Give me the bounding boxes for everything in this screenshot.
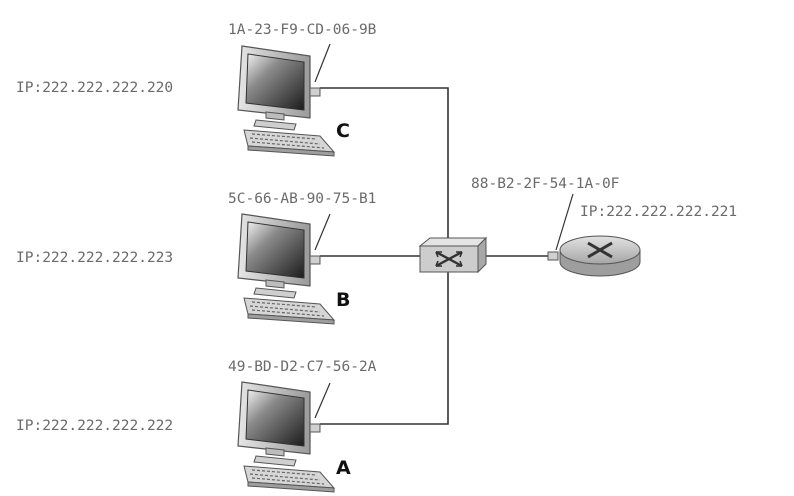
host-c-mac: 1A-23-F9-CD-06-9B [228,22,377,38]
computer-icon [237,381,335,493]
host-c-ip: IP:222.222.222.220 [16,80,173,96]
computer-icon [237,45,335,157]
mac-leader-a [314,382,331,419]
mac-leader-c [314,43,331,83]
router-icon [547,235,641,277]
cable-a [320,272,449,425]
router-mac: 88-B2-2F-54-1A-0F [471,176,619,192]
host-b-label: B [336,289,350,311]
host-a-ip: IP:222.222.222.222 [16,418,173,434]
cables [320,87,552,425]
mac-leader-b [314,213,331,251]
host-c: 1A-23-F9-CD-06-9B IP:222.222.222.220 C [16,22,377,157]
host-a: 49-BD-D2-C7-56-2A IP:222.222.222.222 A [16,359,377,493]
computer-icon [237,213,335,325]
router-ip: IP:222.222.222.221 [580,204,737,220]
host-b: 5C-66-AB-90-75-B1 IP:222.222.222.223 B [16,191,376,325]
switch-icon [418,236,488,274]
host-a-mac: 49-BD-D2-C7-56-2A [228,359,377,375]
host-c-label: C [336,120,350,142]
mac-leader-router [555,193,574,251]
host-b-ip: IP:222.222.222.223 [16,250,173,266]
cable-c [320,87,449,240]
host-b-mac: 5C-66-AB-90-75-B1 [228,191,376,207]
host-a-label: A [336,457,351,479]
